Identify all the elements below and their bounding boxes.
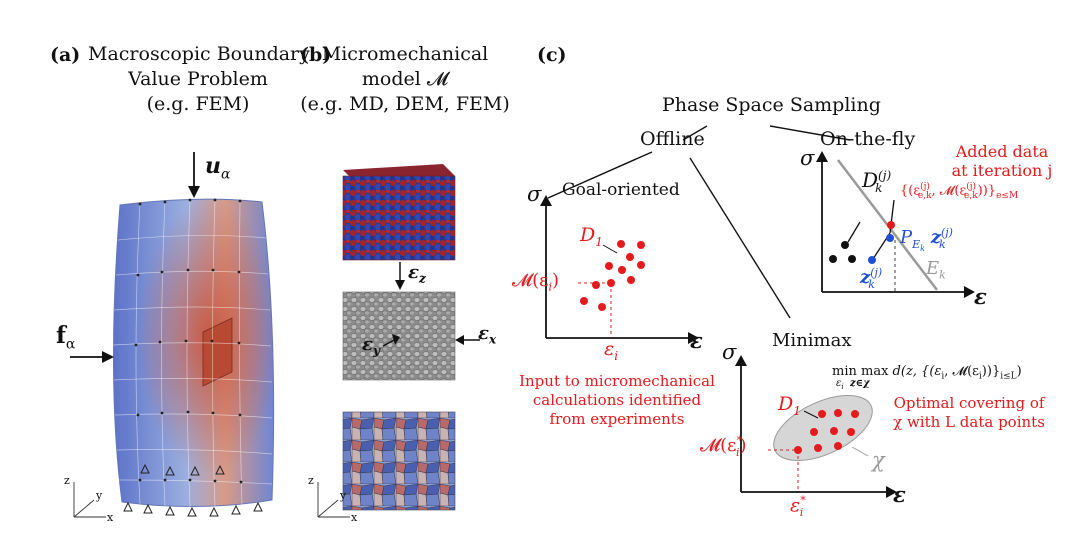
- added-data-line-1: Added data: [955, 142, 1049, 161]
- added-data-line-2: at iteration j: [951, 161, 1053, 180]
- dem-cube: [342, 291, 456, 381]
- strain-arrows: [382, 262, 480, 347]
- strain-x-label: εx: [478, 323, 497, 347]
- tree-lines: [547, 125, 851, 319]
- minimax-note-line-1: Optimal covering of: [893, 394, 1045, 412]
- load-f-label: fα: [56, 322, 76, 353]
- z-point: [868, 256, 876, 264]
- phase-space-title: Phase Space Sampling: [662, 94, 881, 116]
- axis-y-b: y: [340, 489, 347, 502]
- element-highlight: [202, 317, 233, 387]
- added-point: [887, 221, 895, 229]
- fly-eps: ε: [974, 284, 987, 309]
- fem-column: [112, 198, 275, 517]
- minimax-formula: min max d(z, {(εi, 𝓜(εi))}i≤L): [832, 364, 1022, 382]
- strain-z-label: εz: [408, 262, 426, 286]
- goal-y-label: 𝓜(εi): [512, 270, 560, 294]
- fly-sigma: σ: [800, 146, 815, 170]
- goal-oriented-plot: [540, 195, 699, 344]
- minimax-y-label: 𝓜(ε*i): [700, 434, 747, 459]
- added-data-set: {(ε(j)e,k, 𝓜(ε(j)e,k))}e≤M: [900, 182, 1019, 201]
- axes-triad-a: [73, 482, 106, 518]
- panel-b-title-line-2: model 𝓜: [361, 68, 449, 90]
- goal-points: [580, 240, 645, 311]
- goal-oriented-title: Goal-oriented: [562, 180, 680, 200]
- md-cube: [342, 164, 456, 261]
- Ek-label: Ek: [926, 258, 946, 282]
- axis-z-b: z: [308, 474, 314, 487]
- on-the-fly-plot: [816, 151, 975, 298]
- z-label: z(j)k: [860, 266, 883, 291]
- minimax-note-line-2: χ with L data points: [893, 413, 1045, 431]
- panel-b-label: (b): [300, 44, 332, 66]
- panel-a-title-line-3: (e.g. FEM): [146, 93, 250, 115]
- projection-label: PEk z(j)k: [900, 226, 953, 253]
- axes-triad-b: [317, 482, 350, 518]
- minimax-x-label: ε*i: [790, 494, 806, 520]
- panel-c-label: (c): [537, 44, 567, 66]
- existing-points: [829, 241, 856, 263]
- panel-a-title-line-1: Macroscopic Boundary: [88, 43, 310, 65]
- goal-note-line-2: calculations identified: [532, 391, 702, 409]
- panel-b-title-line-1: Micromechanical: [321, 43, 489, 65]
- panel-a-title-line-2: Value Problem: [128, 68, 268, 90]
- axis-z-a: z: [64, 474, 70, 487]
- panel-a-label: (a): [50, 44, 81, 66]
- on-the-fly-label: On-the-fly: [820, 128, 916, 150]
- minimax-sigma: σ: [722, 340, 737, 364]
- minimax-formula-under: εi z∈χ: [836, 378, 870, 391]
- panel-b-title-line-3: (e.g. MD, DEM, FEM): [300, 93, 510, 115]
- axis-x-b: x: [351, 511, 358, 524]
- minimax-eps: ε: [893, 482, 906, 507]
- load-u-label: uα: [205, 153, 231, 183]
- chi-label: χ: [872, 448, 885, 472]
- supports: [123, 463, 263, 517]
- goal-note-line-1: Input to micromechanical: [519, 372, 715, 390]
- offline-label: Offline: [640, 128, 705, 150]
- minimax-points: [794, 409, 859, 454]
- added-data-note: Added data at iteration j: [932, 142, 1072, 180]
- projected-point: [886, 234, 894, 242]
- minimax-title: Minimax: [772, 330, 852, 351]
- axis-y-a: y: [96, 489, 103, 502]
- load-arrows: [70, 152, 200, 363]
- minimax-dataset-label: D1: [778, 393, 801, 418]
- panel-a-title: Macroscopic Boundary Value Problem (e.g.…: [88, 42, 310, 117]
- goal-sigma: σ: [527, 182, 542, 206]
- minimax-plot: [735, 355, 897, 498]
- fem-grain-cube: [342, 411, 456, 511]
- goal-eps: ε: [690, 328, 703, 353]
- dataset-Dk-label: D(j)k: [862, 168, 892, 195]
- axis-x-a: x: [107, 511, 114, 524]
- goal-note-line-3: from experiments: [549, 410, 685, 428]
- goal-x-label: εi: [604, 338, 619, 363]
- minimax-note: Optimal covering of χ with L data points: [884, 394, 1054, 432]
- goal-dataset-label: D1: [580, 224, 603, 249]
- strain-y-label: εy: [362, 334, 380, 358]
- panel-b-title: Micromechanical model 𝓜 (e.g. MD, DEM, F…: [300, 42, 510, 117]
- goal-note: Input to micromechanical calculations id…: [512, 372, 722, 429]
